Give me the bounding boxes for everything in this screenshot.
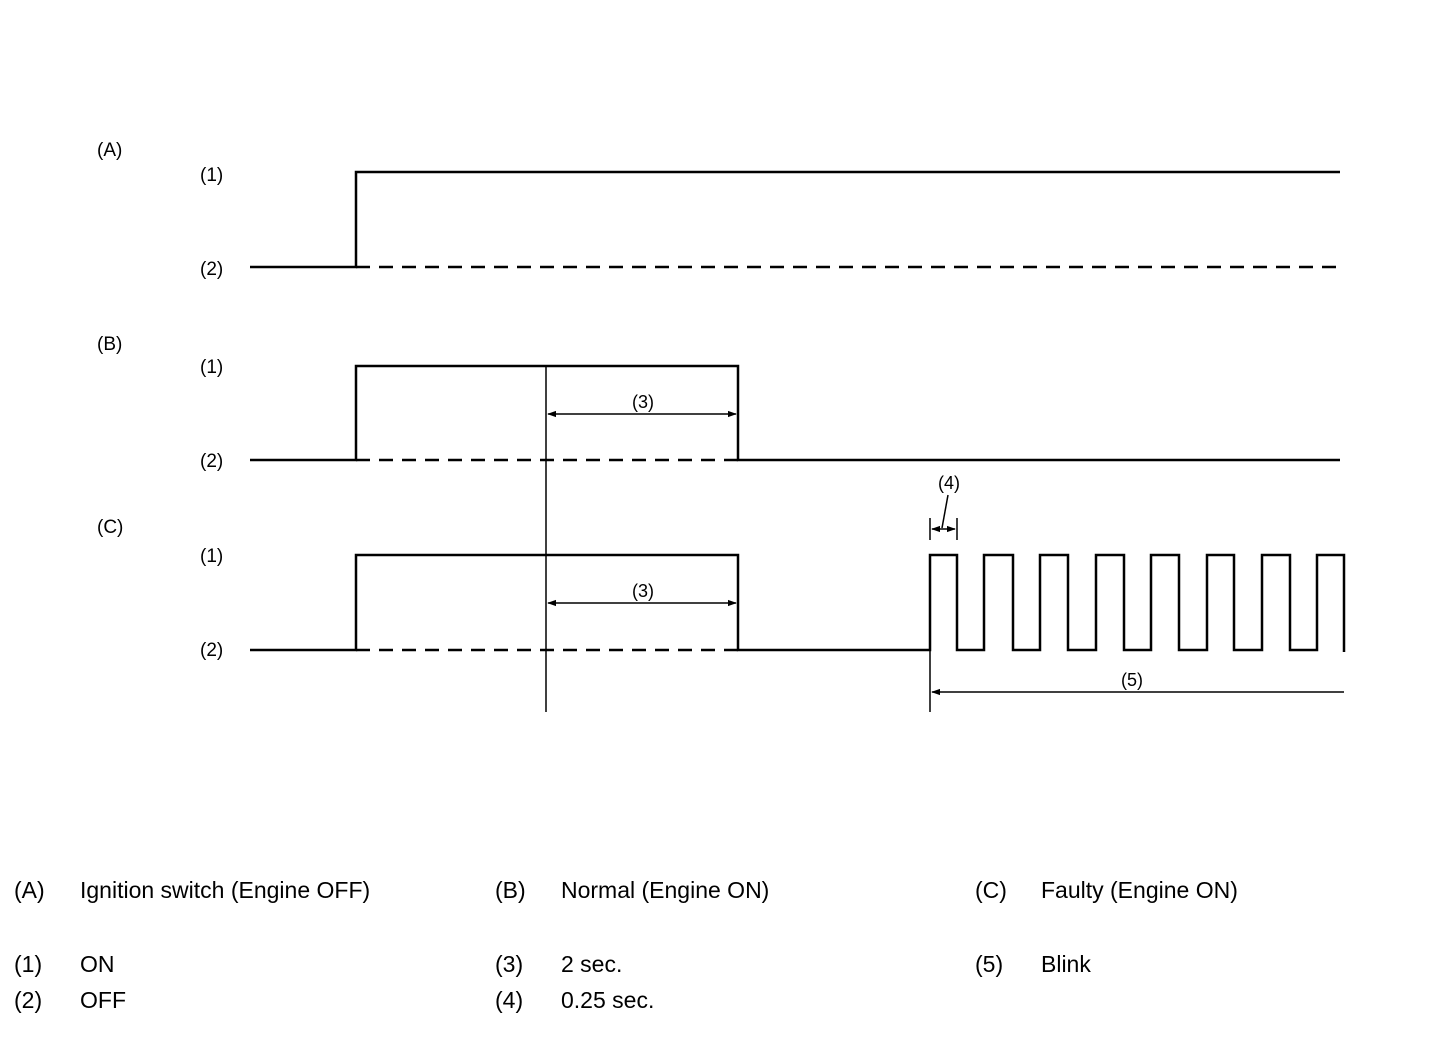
channel-c-level-off: (2) [200,640,223,661]
legend-key: (C) [975,877,1007,903]
legend-text: Normal (Engine ON) [561,877,770,903]
channel-b-level-on: (1) [200,357,223,378]
legend-key: (1) [14,951,43,977]
channel-a-level-off: (2) [200,259,223,280]
dim3-label-b: (3) [632,392,654,412]
channel-a-level-on: (1) [200,165,223,186]
dim4-leader [941,494,949,529]
legend-text: 0.25 sec. [561,987,655,1013]
channel-b-waveform [250,364,1340,462]
channel-a-waveform [250,170,1340,269]
legend-key: (2) [14,987,43,1013]
channel-b-level-off: (2) [200,451,223,472]
dim4-label: (4) [938,473,960,493]
channel-b-label: (B) [97,334,122,355]
channel-c-waveform [250,553,1346,652]
dim3-label-c: (3) [632,581,654,601]
legend-text: 2 sec. [561,951,623,977]
legend-text: Faulty (Engine ON) [1041,877,1238,903]
channel-c-level-on: (1) [200,546,223,567]
channel-c-label: (C) [97,517,123,538]
dim5-label: (5) [1121,670,1143,690]
legend-key: (5) [975,951,1004,977]
legend-key: (A) [14,877,45,903]
legend-key: (3) [495,951,524,977]
legend-key: (B) [495,877,526,903]
channel-a-label: (A) [97,140,122,161]
legend-text: Ignition switch (Engine OFF) [80,877,371,903]
legend-text: ON [80,951,115,977]
legend-key: (4) [495,987,524,1013]
legend-text: OFF [80,987,126,1013]
legend-text: Blink [1041,951,1091,977]
